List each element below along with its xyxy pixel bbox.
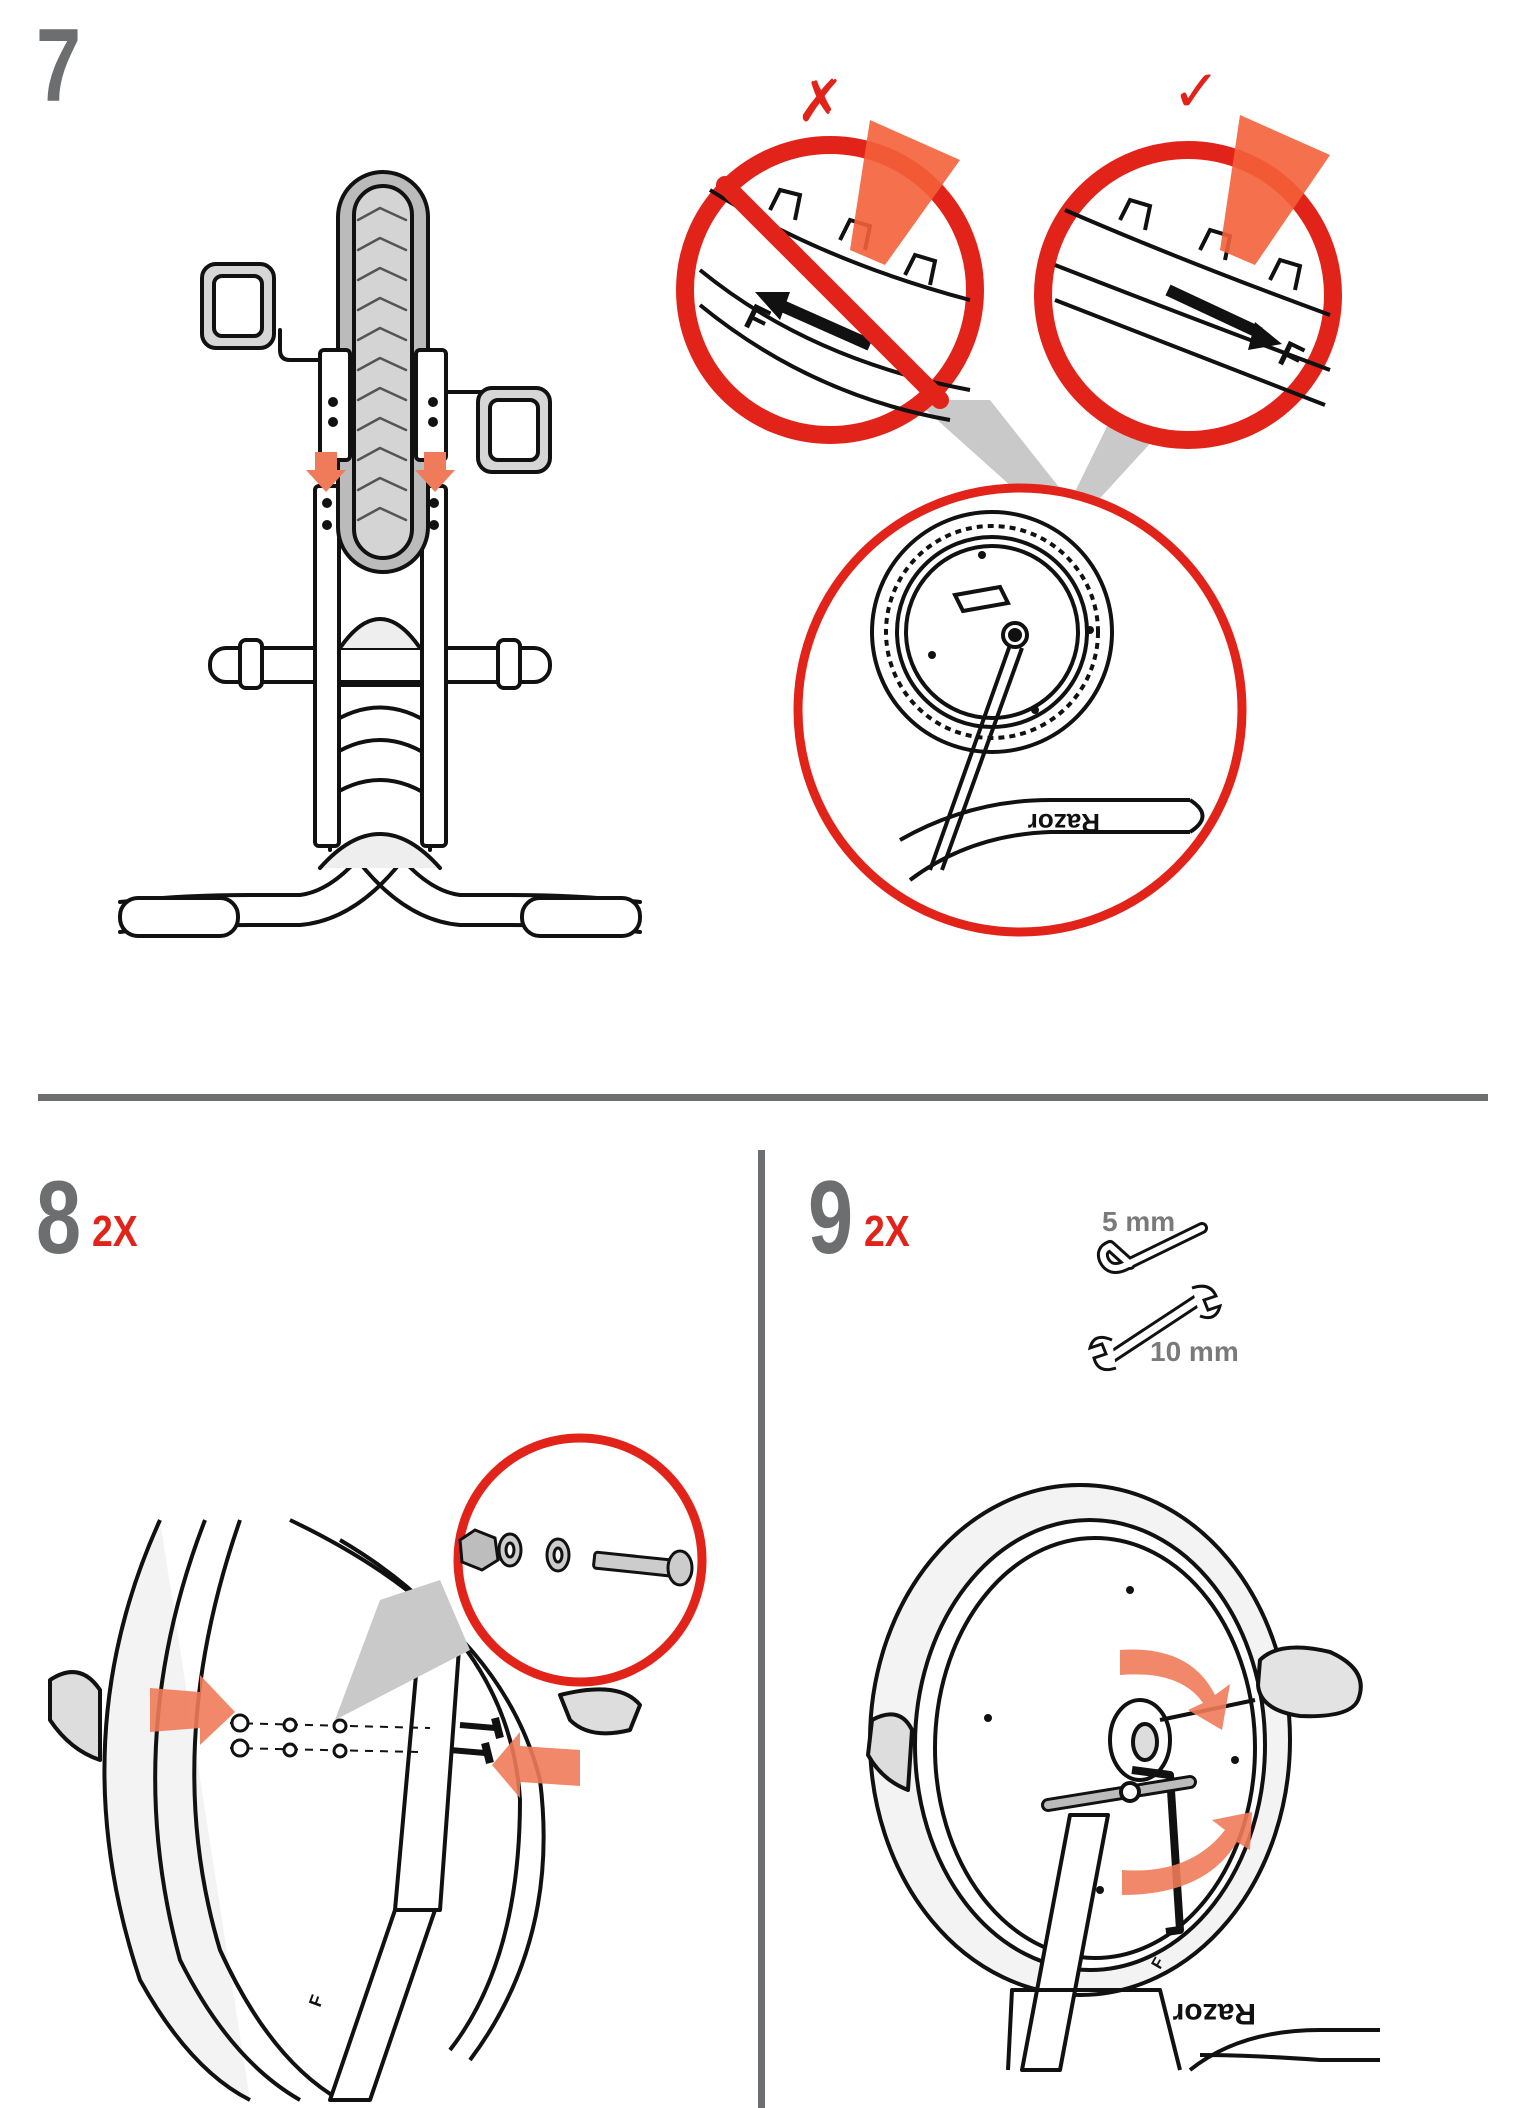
step-7-number: 7 (36, 8, 82, 124)
wheel-direction-marker-step8: F (305, 1992, 328, 2009)
section-divider-vertical (758, 1150, 765, 2108)
open-end-wrench-icon (1087, 1284, 1223, 1372)
section-divider-horizontal (38, 1094, 1488, 1101)
step-7-orientation-callouts: Razor F F (676, 115, 1342, 937)
razor-logo-step9: Razor (1172, 1997, 1256, 2030)
step-8-number: 8 (36, 1160, 82, 1276)
razor-logo-step7: Razor (1028, 808, 1100, 838)
hex-key-size-label: 5 mm (1102, 1206, 1176, 1237)
hex-key-icon (1096, 1222, 1208, 1274)
step-9-number: 9 (808, 1160, 854, 1276)
wrong-mark-icon: ✗ (796, 67, 845, 135)
step-8-quantity: 2X (92, 1207, 138, 1256)
step-9-tightening-illustration: F Razor (866, 1483, 1380, 2072)
wrench-size-label: 10 mm (1150, 1336, 1239, 1367)
step-7-bike-illustration (118, 170, 642, 938)
step-8-hardware-callout (335, 1433, 707, 1720)
step-9-quantity: 2X (864, 1207, 910, 1256)
step-8-axle-bolt-illustration: F (48, 1518, 642, 2102)
correct-mark-icon: ✓ (1172, 57, 1221, 125)
